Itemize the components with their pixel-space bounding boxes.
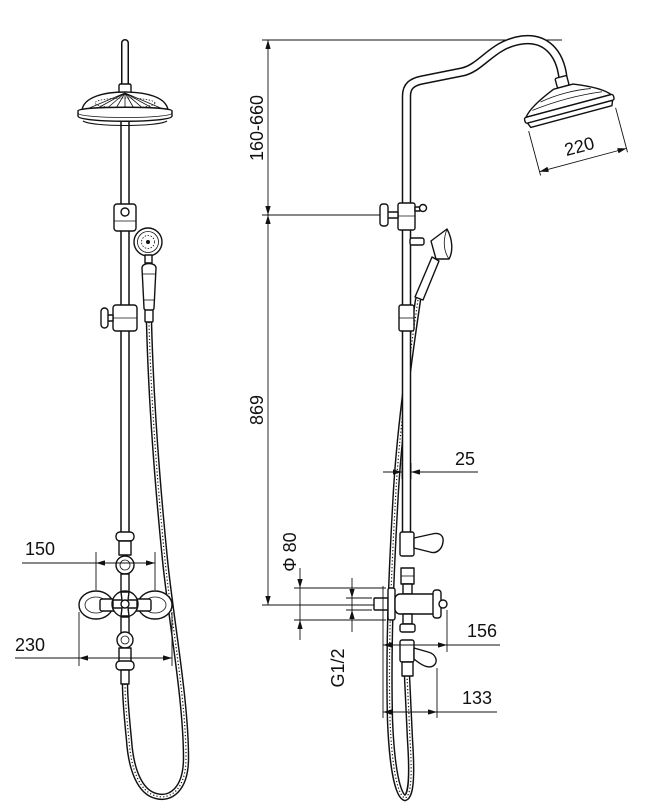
hand-shower-handle [141, 262, 157, 312]
mixer [78, 531, 173, 685]
upper-valve-nut [115, 555, 135, 575]
side-head-face [526, 99, 614, 129]
side-shower-hose [386, 296, 422, 802]
dim-flange-diameter-label: Φ 80 [280, 532, 300, 571]
dim-mixer-depth: 156 [383, 610, 500, 652]
side-lower-ring [399, 623, 416, 633]
dim-rail-diameter-label: 25 [455, 449, 475, 469]
side-upper-stem [402, 583, 413, 595]
front-view: 150 230 [15, 39, 190, 801]
side-hand-shower-handle [414, 256, 440, 301]
side-lower-valve-body [399, 639, 415, 663]
side-hand-shower [409, 228, 453, 301]
side-hose-outlet [401, 661, 414, 677]
side-view: 160-660 869 220 [247, 34, 628, 802]
dim-lower-depth: 133 [383, 668, 497, 718]
dim-rail-diameter: 25 [383, 449, 478, 479]
side-hand-shower-head [430, 228, 453, 260]
rain-shower-head [77, 83, 173, 127]
side-upper-valve-body [399, 531, 415, 557]
dim-rail-length-label: 869 [247, 395, 267, 425]
upper-valve-lever [115, 531, 135, 542]
side-head-ribs [532, 88, 603, 111]
lower-valve-stem [120, 616, 130, 634]
side-mixer-body [394, 593, 438, 615]
hose-connector [144, 309, 154, 323]
dim-lower-depth-label: 133 [462, 688, 492, 708]
head-face [82, 120, 168, 127]
dim-thread: G1/2 [328, 578, 372, 688]
bracket-screw-icon [120, 207, 130, 217]
dim-thread-label: G1/2 [328, 648, 348, 687]
side-bracket-knob [418, 203, 428, 213]
upper-slide-bracket [113, 203, 137, 232]
dim-inlet-spacing-label: 150 [25, 539, 55, 559]
lower-valve-ring [116, 631, 134, 649]
bracket-knob [100, 307, 109, 329]
dim-head-diameter-label: 220 [562, 133, 596, 160]
shower-hose [121, 318, 190, 801]
lower-valve-body [118, 647, 132, 663]
dim-mixer-width-label: 230 [15, 635, 45, 655]
dim-mixer-width: 230 [15, 612, 173, 666]
lower-slide-bracket [100, 304, 138, 332]
side-mixer [373, 531, 448, 677]
side-thread-connector [373, 597, 389, 611]
head-rim-line [77, 112, 173, 118]
side-upper-valve-lever [413, 532, 444, 554]
head-radial-ribs [86, 92, 164, 111]
dim-flange-diameter: Φ 80 [280, 532, 386, 640]
side-wall-flange [387, 587, 396, 621]
lower-valve-lever [115, 660, 135, 671]
hand-shower [133, 227, 163, 323]
side-lower-bracket [398, 304, 415, 332]
side-cross-handle-knob [438, 599, 448, 609]
hose-outlet [120, 669, 130, 685]
side-rail-pipe [401, 34, 568, 536]
dim-head-height-range-label: 160-660 [247, 95, 267, 161]
side-lower-valve-lever [413, 647, 437, 668]
upper-valve-body [118, 540, 132, 556]
side-valve-handle [379, 203, 389, 227]
side-hand-shower-holder [409, 237, 425, 246]
dim-mixer-depth-label: 156 [467, 621, 497, 641]
side-shower-head: 220 [523, 75, 628, 176]
hand-shower-neck [144, 254, 153, 264]
side-lower-stem [402, 613, 413, 625]
head-rim [77, 106, 173, 122]
side-upper-bracket [379, 202, 428, 231]
dim-inlet-spacing: 150 [22, 539, 156, 590]
upper-valve-stem [120, 573, 130, 593]
